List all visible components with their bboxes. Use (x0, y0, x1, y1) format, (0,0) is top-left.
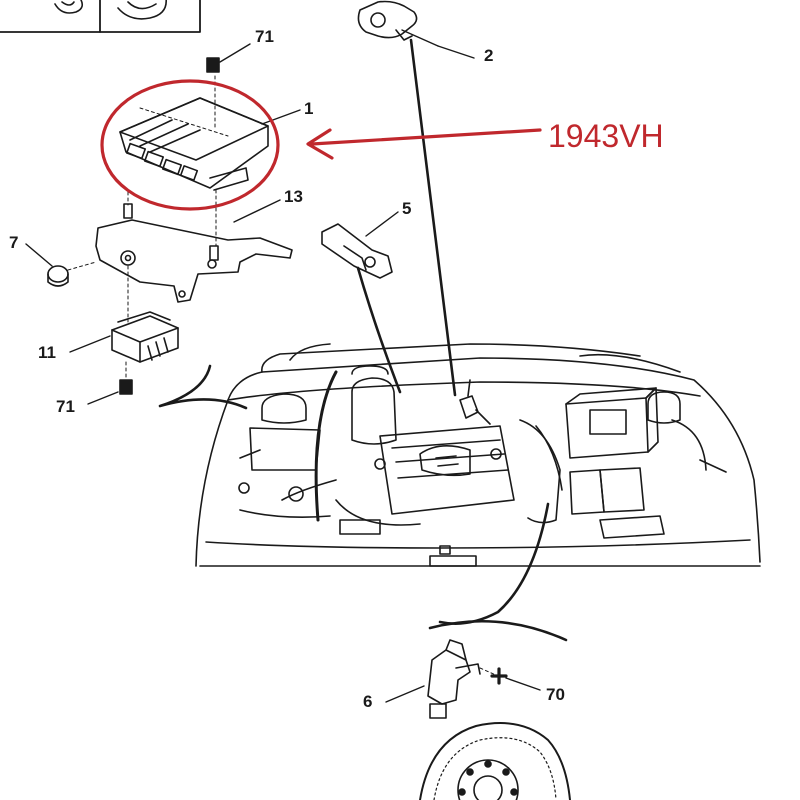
relay-module-part (111, 311, 179, 381)
grommet-part (47, 261, 97, 287)
callout-2: 2 (484, 46, 494, 65)
crank-pointer-line (438, 502, 550, 625)
fastener-70-part (490, 667, 508, 685)
inset-detail-boxes (0, 0, 201, 33)
callout-71-top: 71 (255, 27, 274, 46)
callout-5: 5 (402, 199, 412, 218)
fastener-71-bottom (119, 379, 133, 395)
pressure-sensor-part (321, 223, 402, 394)
flywheel-part (419, 722, 571, 800)
group-pointer-line (158, 364, 248, 410)
knock-sensor-part (357, 0, 457, 397)
part-number-annotation: 1943VH (548, 118, 664, 154)
callout-13: 13 (284, 187, 303, 206)
highlight-ellipse (100, 79, 280, 211)
callout-1: 1 (304, 99, 314, 118)
ecu-module-part (119, 75, 269, 191)
crank-sensor-part (427, 639, 499, 719)
callout-71-bottom: 71 (56, 397, 75, 416)
leader-lines (25, 29, 541, 703)
annotation-arrow (306, 128, 542, 160)
engine-bay-illustration (195, 343, 761, 567)
mounting-bracket-part (95, 189, 293, 323)
callout-70: 70 (546, 685, 565, 704)
callout-6: 6 (363, 692, 373, 711)
callout-11: 11 (38, 343, 56, 362)
callout-7: 7 (9, 233, 19, 252)
fastener-71-top (206, 57, 220, 73)
flywheel-outline (428, 620, 568, 642)
